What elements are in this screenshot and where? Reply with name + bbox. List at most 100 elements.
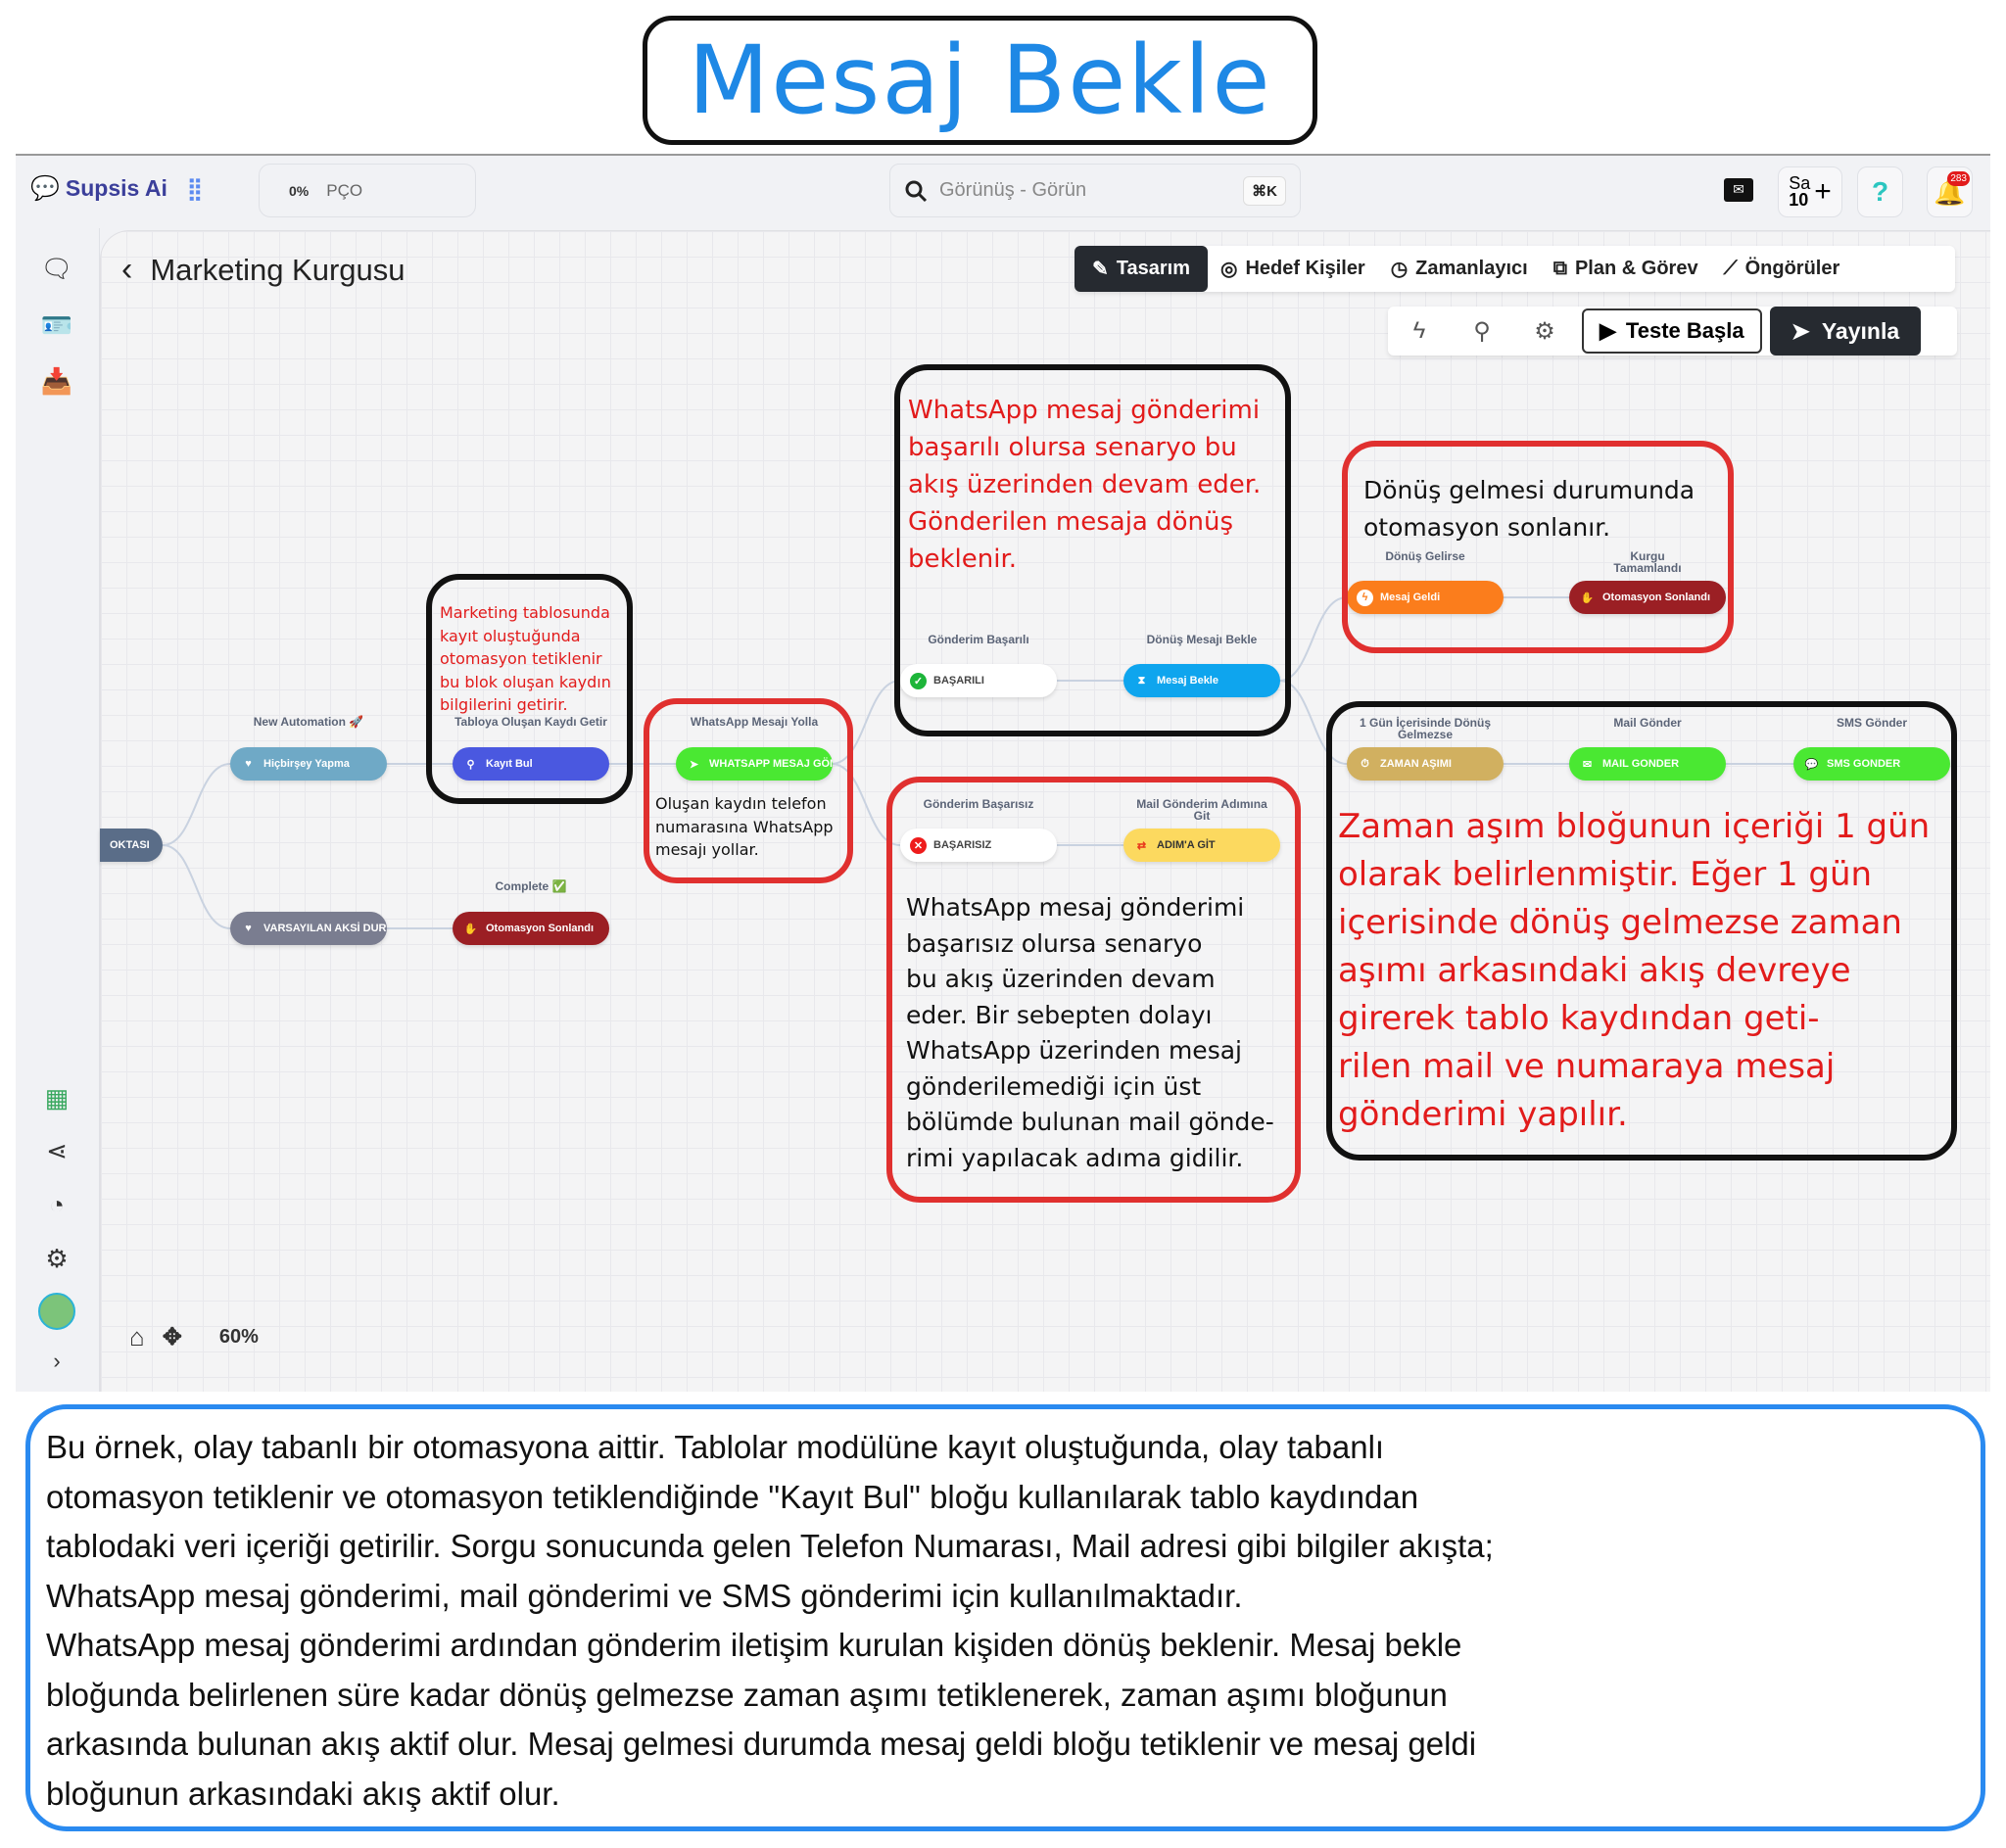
brand-name: Supsis Ai — [65, 175, 167, 201]
node-go-to-step[interactable]: ⇄ADIM'A GİT — [1123, 829, 1280, 862]
page-header: ‹ Marketing Kurgusu — [121, 251, 406, 289]
tab-bar: ✎Tasarım ◎Hedef Kişiler ◷Zamanlayıcı ⧉Pl… — [1075, 246, 1955, 292]
user-count: 10 — [1789, 190, 1809, 210]
text-line: bölümde bulunan mail gönde- — [906, 1108, 1274, 1136]
text-line: mesajı yollar. — [655, 840, 759, 859]
contacts-icon[interactable]: 🪪 — [40, 309, 73, 340]
node-title: Mail Gönder — [1613, 716, 1682, 730]
text-line: Zaman aşım bloğunun içeriği 1 gün — [1338, 807, 1931, 846]
apps-grid-icon[interactable]: ⣿ — [186, 175, 203, 201]
heading-text: Mesaj Bekle — [688, 25, 1272, 135]
chart-pie-icon[interactable]: ◔ — [49, 1189, 65, 1219]
node-whatsapp-send[interactable]: ➤ WHATSAPP MESAJ GÖNDER — [676, 747, 833, 781]
notifications-button[interactable]: 🔔 283 — [1927, 166, 1973, 217]
progress-percent: 0% — [289, 182, 310, 199]
tab-target-people[interactable]: ◎Hedef Kişiler — [1208, 246, 1378, 292]
gear-icon[interactable]: ⚙ — [1534, 317, 1555, 345]
node-title: WhatsApp Mesajı Yolla — [690, 715, 819, 729]
node-title: SMS Gönder — [1836, 716, 1907, 730]
inbox-icon[interactable]: 📥 — [40, 365, 73, 396]
avatar[interactable] — [37, 1293, 76, 1330]
node-title: Tabloya Oluşan Kaydı Getir — [454, 715, 607, 729]
text-line: tablodaki veri içeriği getirilir. Sorgu … — [46, 1528, 1494, 1564]
tab-plan-task[interactable]: ⧉Plan & Görev — [1541, 246, 1711, 292]
node-title: Complete ✅ — [495, 879, 567, 893]
help-icon: ? — [1871, 176, 1889, 207]
node-send-mail[interactable]: ✉MAIL GONDER — [1569, 747, 1726, 781]
text-line: bu akış üzerinden devam — [906, 965, 1216, 993]
node-automation-ended[interactable]: ✋Otomasyon Sonlandı — [453, 912, 609, 945]
mail-icon[interactable]: ✉ — [1724, 178, 1753, 202]
node-text: Mesaj Bekle — [1157, 675, 1218, 687]
node-text: SMS GONDER — [1827, 758, 1901, 770]
send-icon: ➤ — [689, 758, 699, 771]
chat-icon[interactable]: 🗨 — [40, 253, 73, 283]
lightning-icon: ϟ — [1357, 589, 1373, 606]
plus-icon: + — [1814, 175, 1832, 208]
publish-button[interactable]: ➤Yayınla — [1769, 307, 1922, 355]
node-do-nothing[interactable]: ♥Hiçbirşey Yapma — [230, 747, 387, 781]
search-shortcut: ⌘K — [1243, 175, 1286, 206]
text-line: başarısız olursa senaryo — [906, 928, 1203, 958]
node-title: Dönüş Mesajı Bekle — [1146, 633, 1258, 646]
text-line: eder. Bir sebepten dolayı — [906, 1000, 1213, 1029]
node-find-record[interactable]: ⚲Kayıt Bul — [453, 747, 609, 781]
node-wait-message[interactable]: ⧗Mesaj Bekle — [1123, 664, 1280, 697]
zoom-level[interactable]: 60% — [218, 1326, 259, 1348]
node-send-sms[interactable]: 💬 SMS GONDER — [1793, 747, 1950, 781]
page-title: Marketing Kurgusu — [150, 252, 406, 287]
node-failed[interactable]: ✕BAŞARISIZ — [900, 829, 1057, 862]
chat-bubbles-icon: 💬 — [30, 175, 60, 202]
move-icon[interactable]: ✥ — [162, 1324, 182, 1350]
text-line: WhatsApp mesaj gönderimi — [906, 893, 1245, 922]
search-input[interactable]: Görünüş - Görün ⌘K — [889, 164, 1301, 217]
text-line: rilen mail ve numaraya mesaj — [1338, 1047, 1836, 1086]
publish-label: Yayınla — [1821, 317, 1900, 344]
node-title: Gönderim Başarılı — [928, 633, 1029, 646]
node-title: Kurgu Tamamlandı — [1613, 549, 1682, 575]
text-line: WhatsApp üzerinden mesaj — [906, 1036, 1242, 1065]
start-test-button[interactable]: ▶Teste Başla — [1582, 308, 1762, 354]
node-timeout[interactable]: ⏱ZAMAN AŞIMI — [1347, 747, 1504, 781]
back-chevron-icon[interactable]: ‹ — [121, 251, 133, 288]
node-text: OKTASI — [110, 839, 150, 851]
node-text: WHATSAPP MESAJ GÖNDER — [709, 758, 833, 770]
tab-scheduler[interactable]: ◷Zamanlayıcı — [1378, 246, 1541, 292]
tab-label: Tasarım — [1116, 258, 1190, 279]
search-icon[interactable]: ⚲ — [1473, 317, 1491, 345]
node-success[interactable]: ✓BAŞARILI — [900, 664, 1057, 697]
page-heading: Mesaj Bekle — [643, 16, 1317, 145]
expand-sidebar-icon[interactable]: › — [53, 1349, 61, 1373]
brand-logo[interactable]: 💬 Supsis Ai ⣿ — [30, 174, 203, 203]
share-icon[interactable]: ⋖ — [46, 1135, 68, 1165]
user-initials: Sa — [1789, 173, 1811, 193]
start-node[interactable]: OKTASI — [100, 829, 163, 862]
check-icon: ✓ — [910, 672, 927, 689]
node-text: Otomasyon Sonlandı — [1602, 592, 1711, 603]
text-line: gönderilemediği için üst — [906, 1071, 1202, 1101]
text-line: otomasyon tetiklenir — [440, 649, 602, 668]
text-line: Oluşan kaydın telefon — [655, 794, 827, 813]
text-line: Gönderilen mesaja dönüş — [908, 507, 1234, 537]
progress-widget[interactable]: 0% PÇO — [259, 164, 476, 217]
target-icon: ◎ — [1220, 259, 1238, 280]
lightning-icon[interactable]: ϟ — [1412, 317, 1426, 344]
node-text: ADIM'A GİT — [1157, 839, 1216, 851]
tab-label: Zamanlayıcı — [1415, 258, 1528, 279]
node-default-else[interactable]: ♥VARSAYILAN AKSİ DURUM — [230, 912, 387, 945]
sms-icon: 💬 — [1804, 758, 1819, 771]
node-text: MAIL GONDER — [1602, 758, 1680, 770]
help-button[interactable]: ? — [1857, 166, 1903, 217]
tab-design[interactable]: ✎Tasarım — [1075, 246, 1208, 292]
dashboard-icon[interactable]: ▦ — [44, 1082, 70, 1113]
settings-icon[interactable]: ⚙ — [45, 1243, 69, 1273]
tab-insights[interactable]: ⟋Öngörüler — [1711, 246, 1853, 292]
home-icon[interactable]: ⌂ — [129, 1322, 145, 1351]
node-flow-completed[interactable]: ✋Otomasyon Sonlandı — [1569, 581, 1726, 614]
